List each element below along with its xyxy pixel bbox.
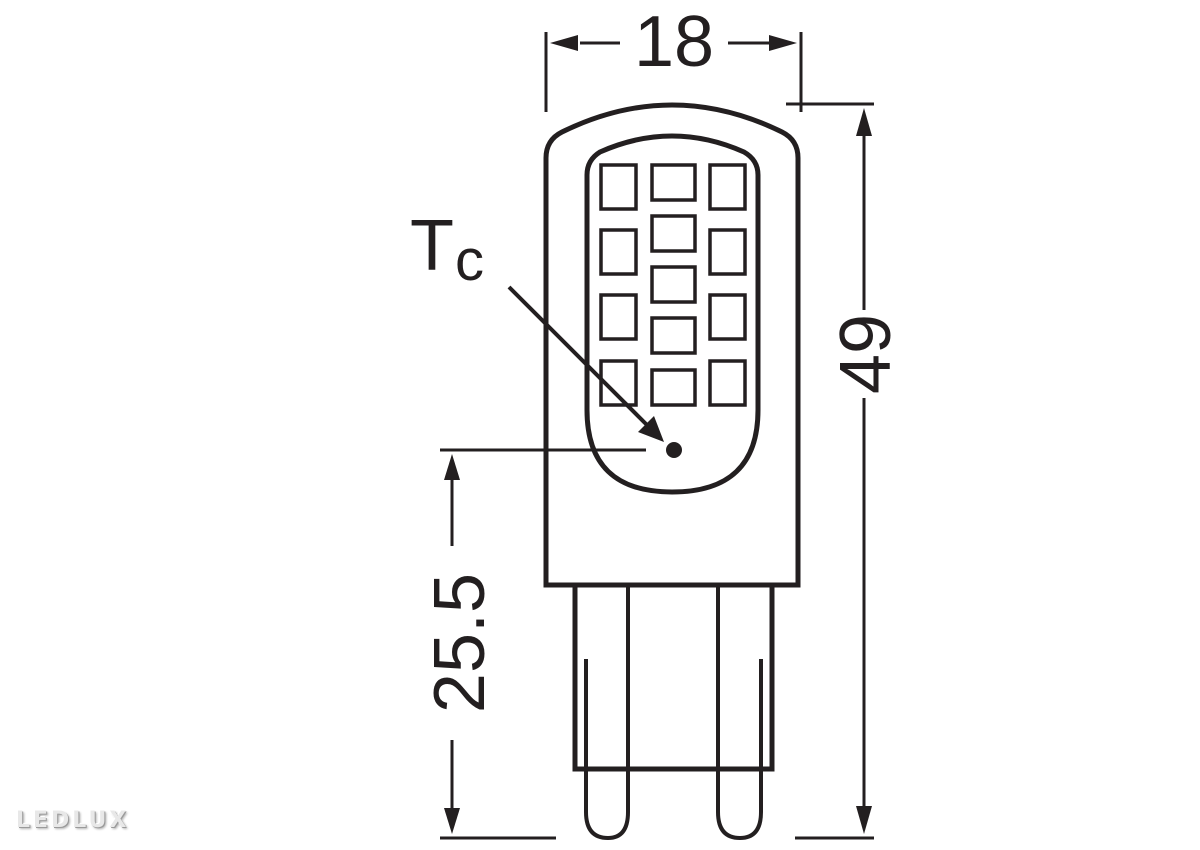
height-tc-label: 25.5	[420, 573, 500, 713]
tc-pointer-arrow	[507, 285, 682, 458]
tc-label-subscript: c	[455, 228, 484, 293]
tc-measurement-point	[666, 442, 682, 458]
width-dimension-label: 18	[634, 2, 714, 82]
tc-label-main: T	[410, 206, 454, 286]
pin-left	[584, 659, 630, 841]
watermark-logo: LEDLUX	[16, 808, 130, 833]
height-tc-dimension	[440, 448, 646, 840]
led-chip-grid	[599, 163, 747, 407]
width-dimension	[544, 32, 803, 112]
lamp-pins	[584, 659, 763, 841]
lamp-base	[572, 585, 775, 772]
lamp-body-outline	[543, 102, 801, 588]
led-window-outline	[584, 133, 761, 495]
height-total-dimension	[786, 102, 874, 840]
height-total-label: 49	[826, 314, 906, 394]
pin-right	[716, 659, 763, 841]
